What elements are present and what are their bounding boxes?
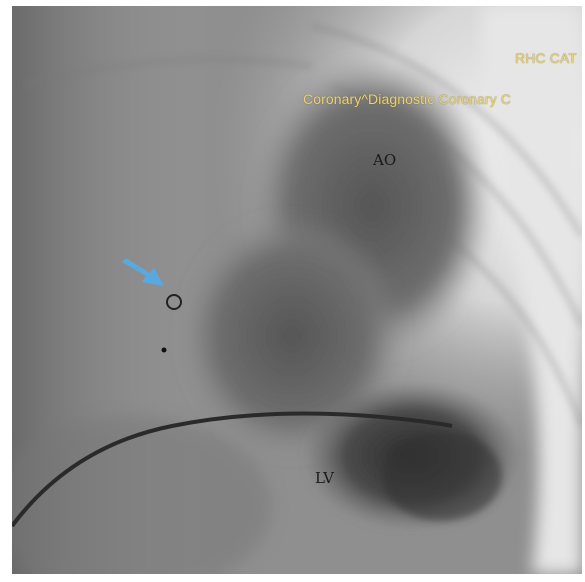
label-aorta: AO bbox=[373, 151, 397, 169]
angiography-image: RHC CAT Coronary^Diagnostic Coronary C A… bbox=[12, 6, 582, 574]
overlay-header-line1: RHC CAT bbox=[515, 50, 577, 66]
overlay-header-line2: Coronary^Diagnostic Coronary C bbox=[303, 91, 511, 107]
catheter bbox=[12, 411, 453, 528]
fluoroscopy-background bbox=[12, 6, 582, 574]
marker-dot bbox=[161, 347, 167, 353]
arrow-icon bbox=[122, 258, 164, 286]
label-left-ventricle: LV bbox=[315, 469, 335, 487]
device-ring bbox=[166, 294, 182, 310]
